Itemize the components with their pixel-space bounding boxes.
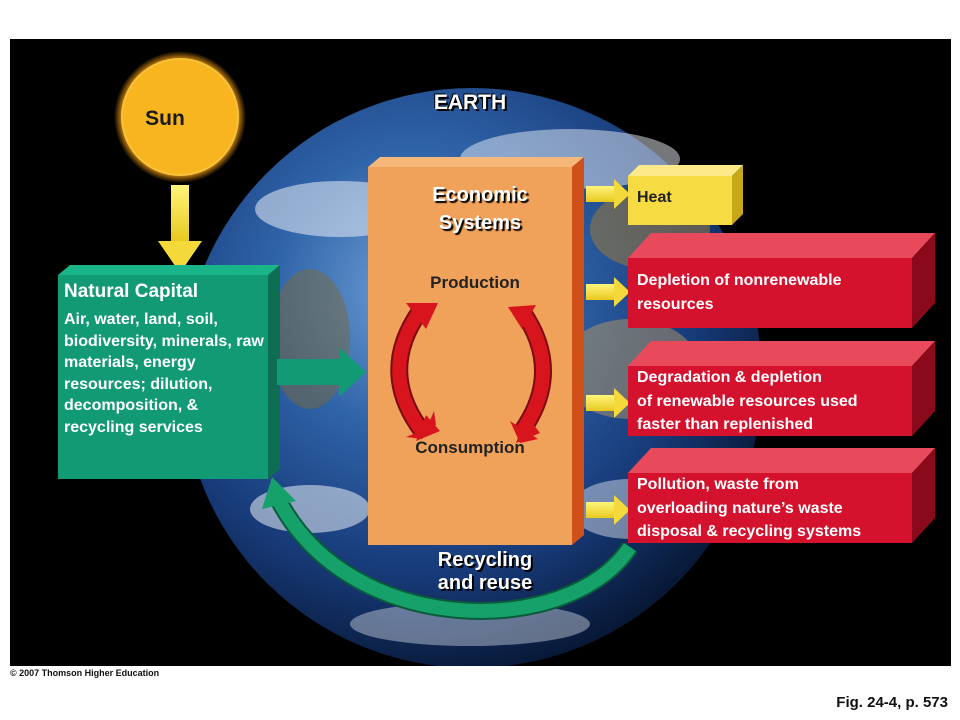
sun [114, 51, 246, 183]
diagram-graphics [58, 51, 935, 666]
diagram-canvas: Sun EARTH Economic Systems Production Co… [10, 39, 951, 666]
recycling-line-1: Recycling [437, 549, 533, 571]
production-consumption-cycle [390, 303, 552, 443]
depletion-label: Depletion of nonrenewable resources [637, 269, 932, 316]
heat-label: Heat [637, 189, 672, 206]
heat-box [628, 165, 743, 225]
figure-reference: Fig. 24-4, p. 573 [836, 694, 948, 711]
pollution-line-1: Pollution, waste from [637, 476, 799, 493]
depletion-line-1: Depletion of nonrenewable [637, 272, 842, 289]
depletion-box [628, 233, 935, 328]
economic-systems-title: Economic Systems [370, 181, 590, 237]
degradation-label: Degradation & depletion of renewable res… [637, 366, 932, 437]
natural-capital-box [58, 265, 280, 479]
capital-to-economy-arrow [277, 347, 366, 397]
degradation-box [628, 341, 935, 436]
output-arrows [586, 179, 630, 525]
copyright-notice: © 2007 Thomson Higher Education [10, 668, 160, 678]
recycling-label: Recycling and reuse [405, 549, 565, 595]
natural-capital-description: Air, water, land, soil, biodiversity, mi… [64, 311, 264, 436]
sun-to-capital-arrow [158, 185, 202, 273]
degradation-line-3: faster than replenished [637, 416, 814, 433]
pollution-line-3: disposal & recycling systems [637, 523, 862, 540]
natural-capital-title: Natural Capital [64, 281, 199, 302]
consumption-label: Consumption [415, 438, 525, 457]
degradation-line-2: of renewable resources used [637, 392, 858, 410]
economic-systems-title-line1: Economic [432, 184, 528, 206]
recycling-line-2: and reuse [437, 572, 533, 594]
earth-title: EARTH [433, 91, 507, 114]
production-label: Production [430, 273, 520, 292]
recycling-arrow [262, 477, 638, 620]
depletion-line-2: resources [637, 295, 714, 313]
pollution-label: Pollution, waste from overloading nature… [637, 473, 932, 544]
degradation-line-1: Degradation & depletion [637, 369, 822, 386]
pollution-line-2: overloading nature’s waste [637, 499, 843, 517]
pollution-box [628, 448, 935, 543]
economic-systems-title-line2: Systems [438, 212, 522, 234]
sun-label: Sun [145, 107, 185, 130]
